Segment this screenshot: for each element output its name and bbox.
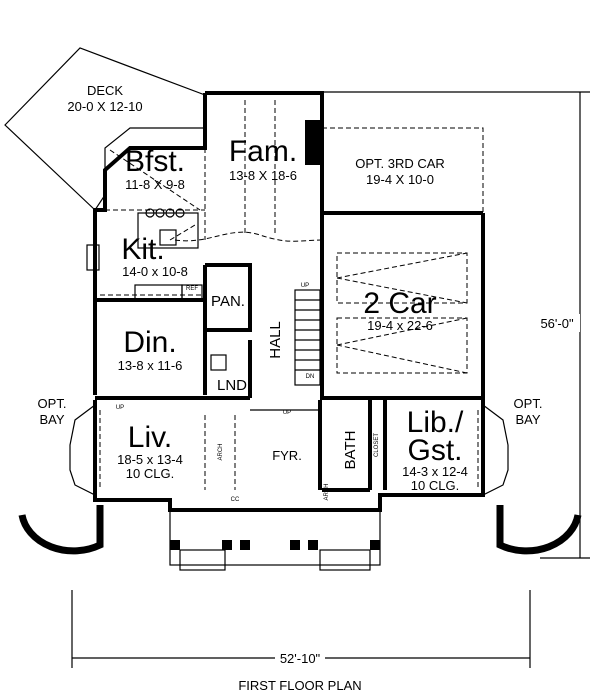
staircase bbox=[294, 289, 321, 386]
bfst-label: Bfst. bbox=[125, 145, 185, 178]
left-bay-opt: OPT. bbox=[38, 396, 67, 411]
pan-label: PAN. bbox=[211, 293, 245, 310]
deck-label: DECK bbox=[87, 83, 123, 98]
liv-up-label: UP bbox=[116, 405, 124, 411]
closet-label: CLOSET bbox=[374, 433, 380, 457]
lib-label: Lib./ bbox=[407, 406, 464, 439]
deck-size: 20-0 X 12-10 bbox=[67, 99, 142, 114]
lib-ceiling: 10 CLG. bbox=[411, 478, 459, 493]
left-porch-arc bbox=[18, 505, 104, 555]
kit-size: 14-0 x 10-8 bbox=[122, 264, 188, 279]
arch-label-left: ARCH bbox=[218, 443, 224, 460]
fyr-label: FYR. bbox=[272, 448, 302, 463]
ref-label: REF bbox=[186, 286, 198, 292]
arch-label-right: ARCH bbox=[324, 483, 330, 500]
fam-size: 13-8 X 18-6 bbox=[229, 168, 297, 183]
interior-lines bbox=[99, 100, 479, 490]
liv-label: Liv. bbox=[128, 421, 172, 454]
right-bay-opt: OPT. bbox=[514, 396, 543, 411]
depth-dimension: 56'-0" bbox=[540, 316, 574, 331]
fyr-up-label: UP bbox=[283, 410, 291, 416]
lib-size: 14-3 x 12-4 bbox=[402, 464, 468, 479]
lnd-label: LND bbox=[217, 377, 247, 394]
front-porch bbox=[169, 509, 381, 571]
third-car-label: OPT. 3RD CAR bbox=[355, 156, 445, 171]
right-bay-label: BAY bbox=[515, 412, 540, 427]
bfst-size: 11-8 X 9-8 bbox=[125, 177, 185, 192]
kit-label: Kit. bbox=[121, 233, 164, 266]
deck-outline bbox=[4, 47, 206, 211]
fam-label: Fam. bbox=[229, 135, 297, 168]
din-size: 13-8 x 11-6 bbox=[118, 358, 183, 373]
two-car-label: 2 Car bbox=[363, 287, 436, 320]
right-bay bbox=[482, 403, 509, 496]
left-bay bbox=[69, 403, 96, 496]
stair-dn-label: DN bbox=[306, 374, 315, 380]
right-porch-arc bbox=[496, 505, 582, 555]
plan-title: FIRST FLOOR PLAN bbox=[238, 678, 361, 693]
liv-ceiling: 10 CLG. bbox=[126, 466, 174, 481]
two-car-size: 19-4 x 22-6 bbox=[367, 318, 433, 333]
stair-up-label: UP bbox=[301, 283, 309, 289]
din-label: Din. bbox=[123, 326, 176, 359]
gst-label: Gst. bbox=[407, 434, 462, 467]
bath-label: BATH bbox=[342, 431, 359, 470]
third-car-size: 19-4 X 10-0 bbox=[366, 172, 434, 187]
hall-label: HALL bbox=[267, 321, 284, 359]
kitchen-fixtures bbox=[86, 208, 227, 371]
liv-size: 18-5 x 13-4 bbox=[117, 452, 183, 467]
width-dimension: 52'-10" bbox=[280, 651, 321, 666]
left-bay-label: BAY bbox=[39, 412, 64, 427]
cc-label: CC bbox=[231, 497, 240, 503]
